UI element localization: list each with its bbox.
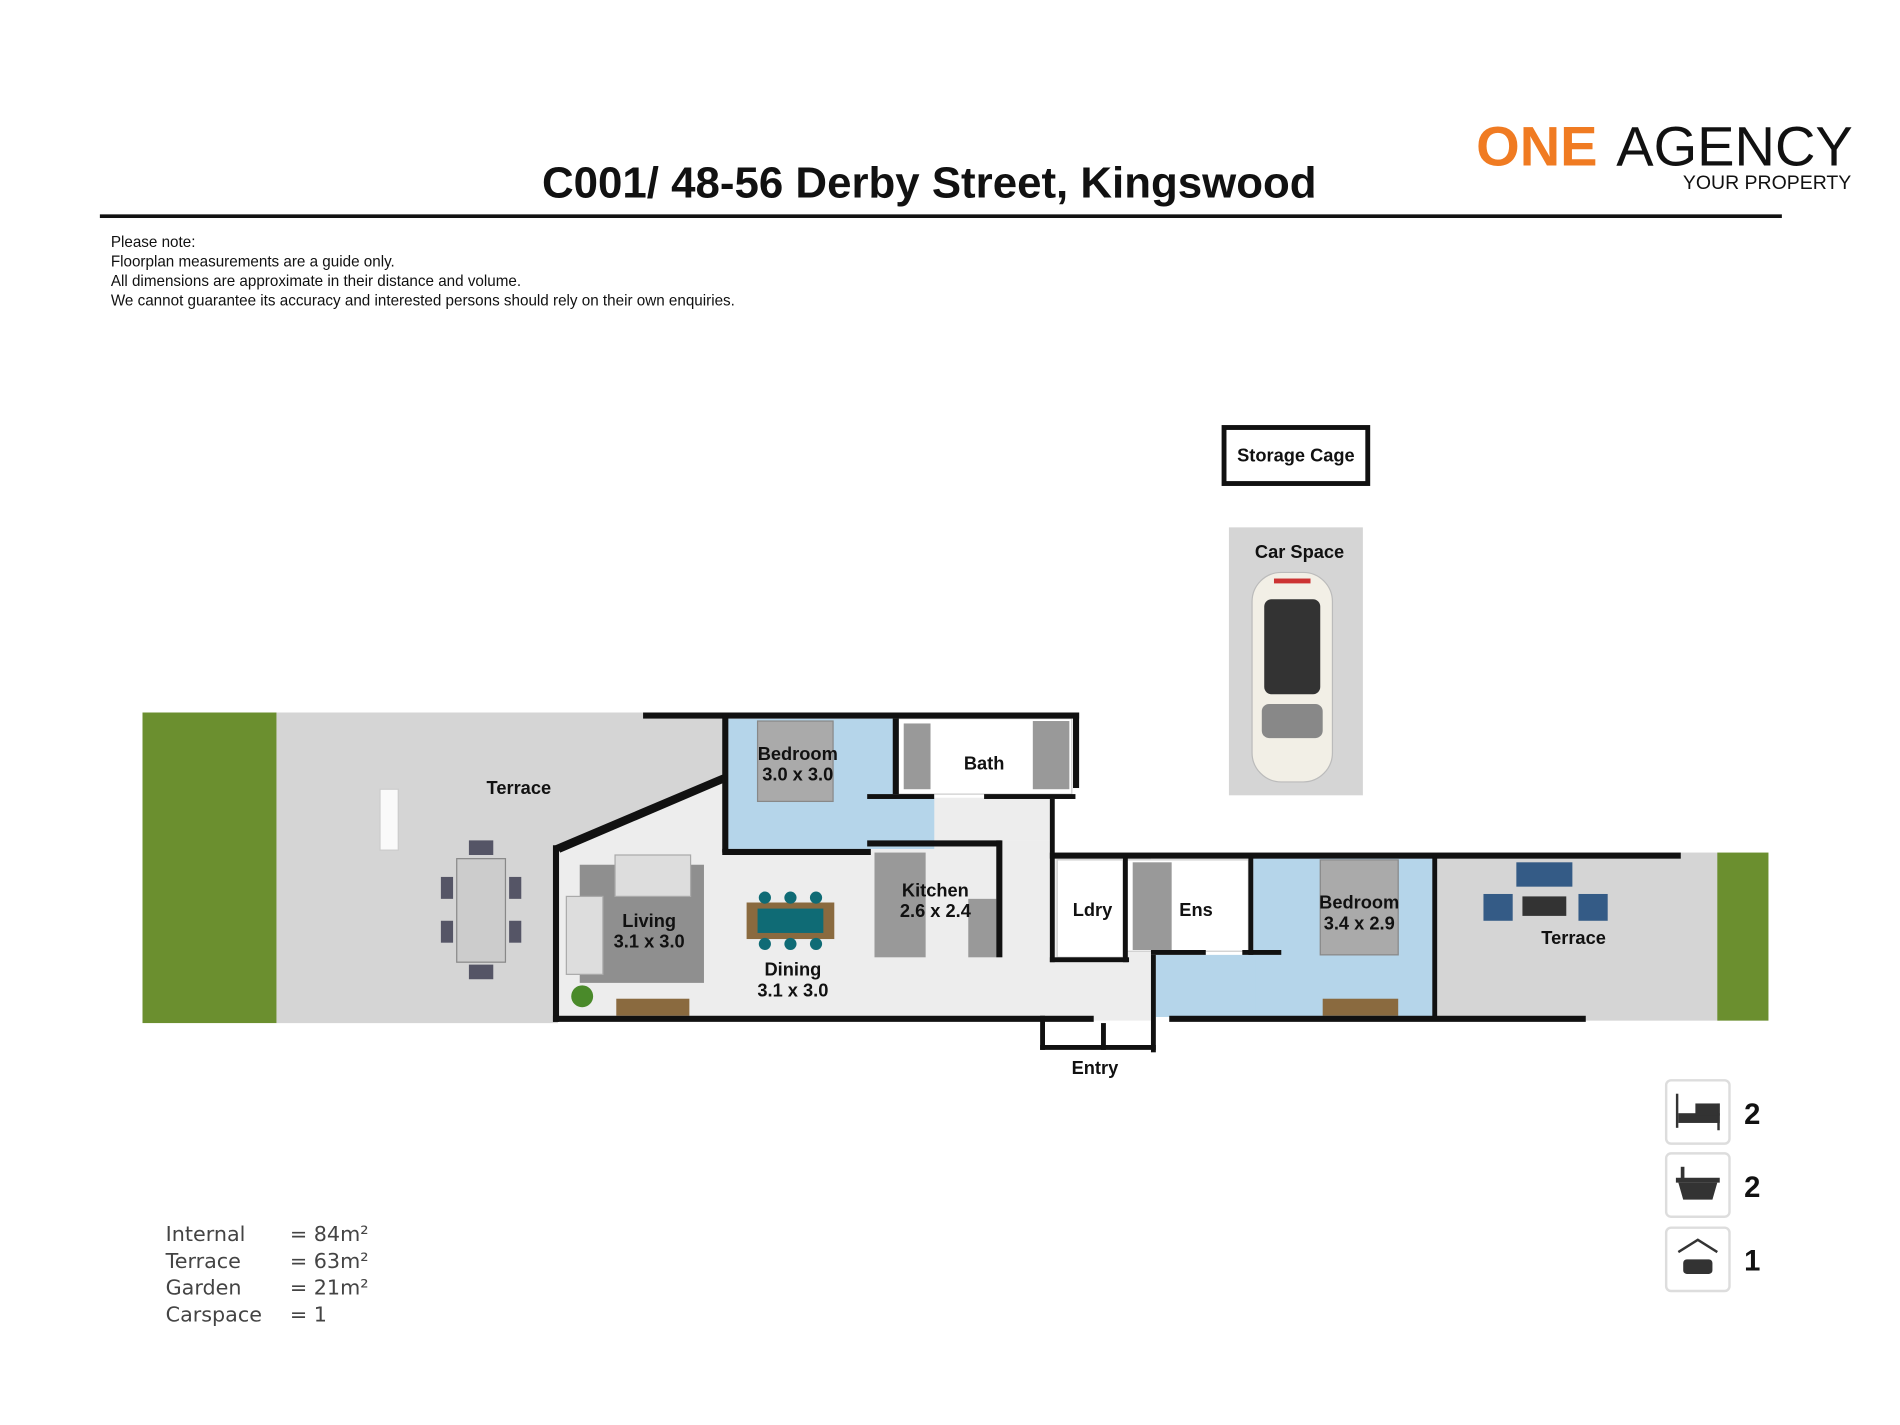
garden-left xyxy=(142,712,277,1024)
bedroom-1-size: 3.0 x 3.0 xyxy=(762,764,833,785)
svg-text:2: 2 xyxy=(1744,1172,1760,1204)
storage-cage: Storage Cage xyxy=(1221,425,1371,486)
header-rule xyxy=(99,214,1782,219)
garage-icon xyxy=(1677,1238,1718,1274)
svg-text:AGENCY: AGENCY xyxy=(1616,115,1853,178)
entry-label: Entry xyxy=(1072,1057,1120,1078)
dining-table-icon xyxy=(746,891,835,950)
plant-icon xyxy=(571,985,594,1008)
garden-right xyxy=(1717,852,1769,1021)
svg-text:ONE: ONE xyxy=(1476,115,1597,178)
terrace-right xyxy=(1437,852,1720,1021)
laundry-label: Ldry xyxy=(1073,899,1113,920)
outdoor-dining-icon xyxy=(440,840,522,980)
svg-text:= 84m²: = 84m² xyxy=(290,1222,369,1246)
bedroom-2-name: Bedroom xyxy=(1319,892,1399,913)
tv-unit xyxy=(616,998,690,1016)
dining-size: 3.1 x 3.0 xyxy=(757,979,828,1000)
kitchen-name: Kitchen xyxy=(902,879,969,900)
svg-text:= 1: = 1 xyxy=(290,1302,327,1326)
interior-floor xyxy=(557,779,1151,1021)
svg-text:We cannot guarantee its accura: We cannot guarantee its accuracy and int… xyxy=(111,293,735,310)
svg-text:1: 1 xyxy=(1744,1245,1760,1277)
feature-carspaces: 1 xyxy=(1664,1226,1760,1293)
bedroom-2-size: 3.4 x 2.9 xyxy=(1324,912,1395,933)
area-summary: Internal = 84m² Terrace = 63m² Garden = 21m… xyxy=(165,1222,369,1326)
svg-text:Carspace: Carspace xyxy=(166,1302,262,1326)
car-space: Car Space xyxy=(1228,527,1363,796)
bed-icon-bedroom-2 xyxy=(1319,859,1399,956)
feature-bathrooms: 2 xyxy=(1664,1152,1760,1218)
living-size: 3.1 x 3.0 xyxy=(614,931,685,952)
svg-text:Garden: Garden xyxy=(166,1276,242,1300)
bedroom-2-desk xyxy=(1322,998,1399,1016)
bath-label: Bath xyxy=(964,753,1005,774)
bed-icon-bedroom-1 xyxy=(756,720,834,803)
dining-name: Dining xyxy=(765,959,822,980)
outdoor-lounge-icon xyxy=(1483,862,1608,921)
svg-text:All dimensions are approximate: All dimensions are approximate in their … xyxy=(111,273,521,290)
svg-text:YOUR PROPERTY: YOUR PROPERTY xyxy=(1683,172,1851,194)
svg-text:= 21m²: = 21m² xyxy=(290,1276,369,1300)
feature-bedrooms: 2 xyxy=(1664,1079,1760,1145)
svg-text:Car Space: Car Space xyxy=(1255,541,1344,562)
page-title: C001/ 48-56 Derby Street, Kingswood xyxy=(542,158,1317,207)
terrace-right-label: Terrace xyxy=(1541,927,1606,948)
walls xyxy=(552,712,1681,1053)
svg-text:= 63m²: = 63m² xyxy=(290,1249,369,1273)
disclaimer: Please note: Floorplan measurements are … xyxy=(111,234,735,309)
svg-text:Terrace: Terrace xyxy=(165,1249,241,1273)
sofa-icon xyxy=(614,854,692,898)
bedroom-1-name: Bedroom xyxy=(758,743,838,764)
ensuite-label: Ens xyxy=(1179,899,1212,920)
svg-text:Storage Cage: Storage Cage xyxy=(1237,445,1355,466)
bath-icon xyxy=(1675,1166,1720,1200)
one-agency-logo: ONE AGENCY YOUR PROPERTY xyxy=(1476,115,1853,194)
kitchen-size: 2.6 x 2.4 xyxy=(900,900,972,921)
terrace-left-label: Terrace xyxy=(487,777,552,798)
svg-text:Please note:: Please note: xyxy=(111,234,196,251)
svg-text:Internal: Internal xyxy=(166,1222,246,1246)
bedroom-2-entry-area xyxy=(1155,954,1256,1017)
svg-text:2: 2 xyxy=(1744,1099,1760,1131)
kitchen-bench xyxy=(874,852,926,958)
svg-text:Floorplan measurements are a g: Floorplan measurements are a guide only. xyxy=(111,254,395,271)
living-name: Living xyxy=(622,910,676,931)
sun-lounger-icon xyxy=(379,788,399,851)
car-icon xyxy=(1251,571,1334,783)
bed-icon xyxy=(1675,1093,1720,1131)
